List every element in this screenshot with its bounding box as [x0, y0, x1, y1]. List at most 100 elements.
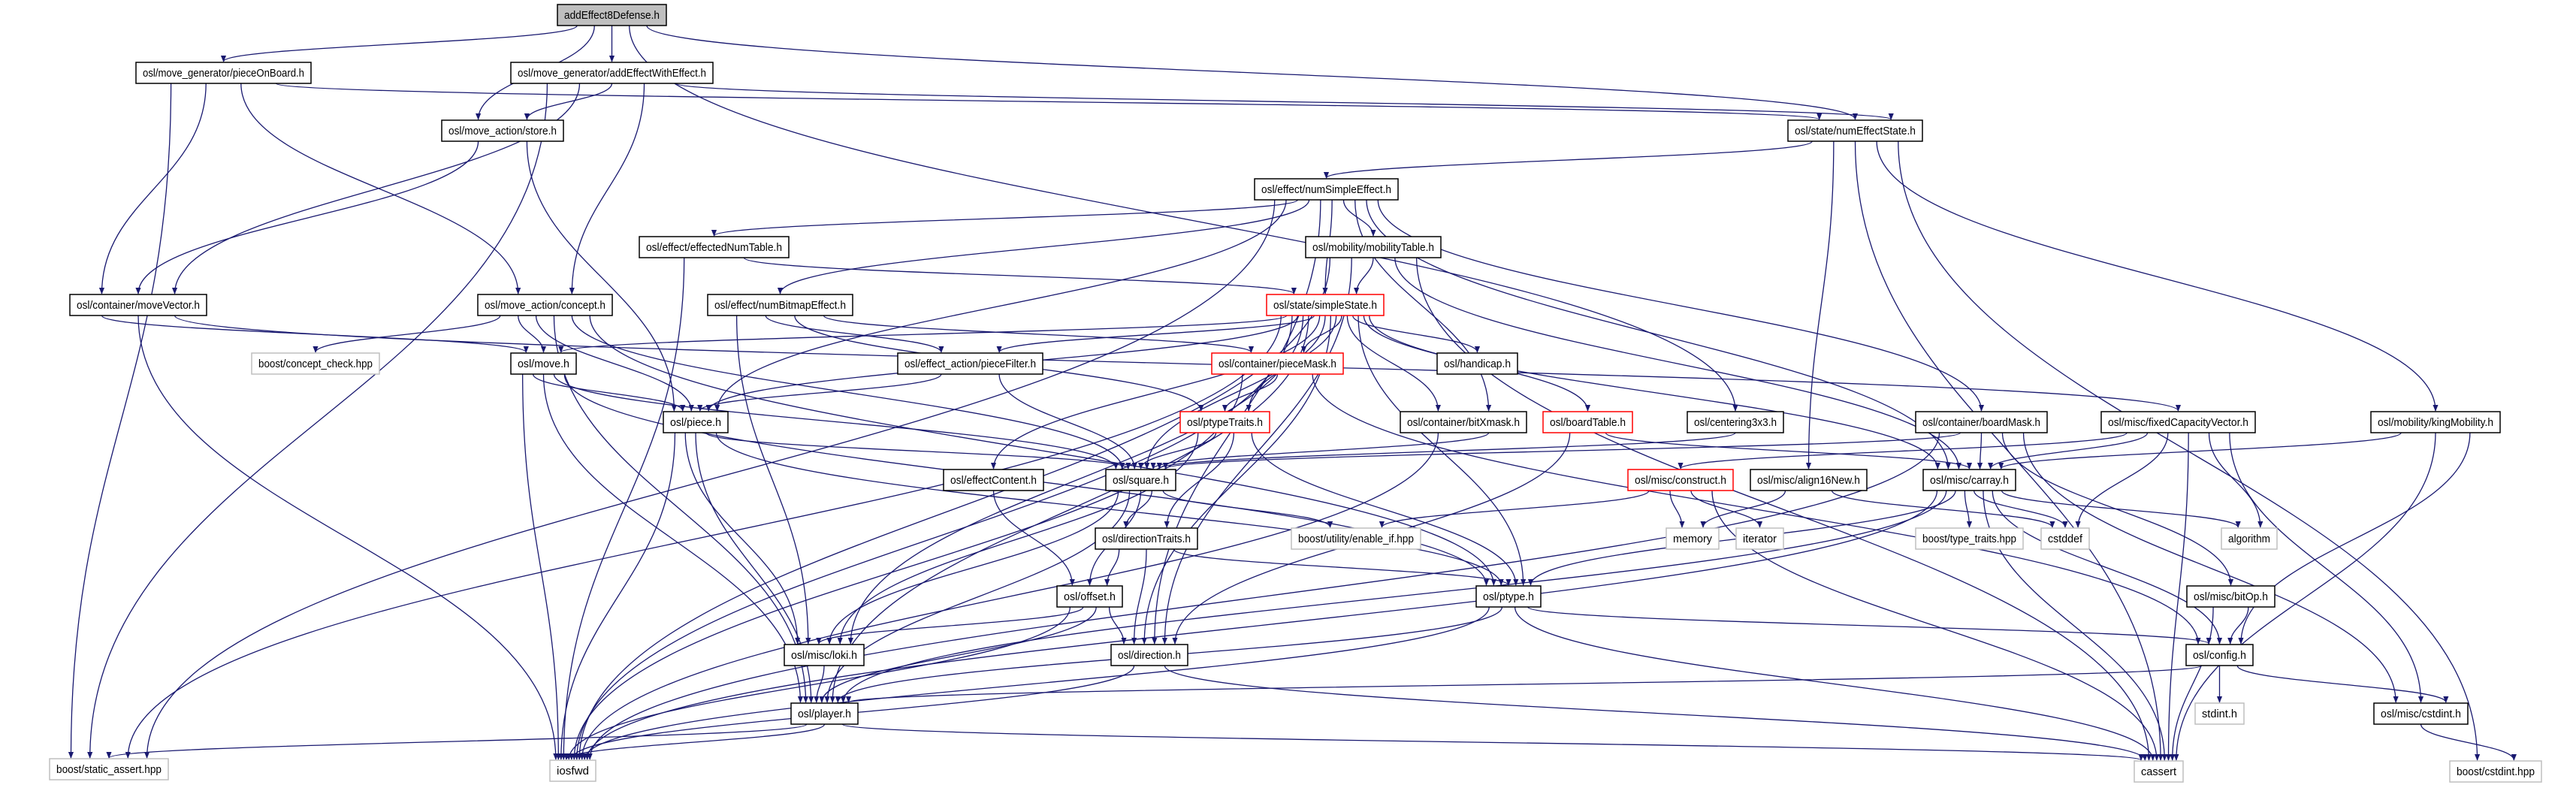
node-box: [1687, 411, 1784, 433]
node-align16New[interactable]: osl/misc/align16New.h: [1750, 469, 1868, 491]
node-label: osl/effect_action/pieceFilter.h: [904, 358, 1036, 370]
edge-square-to-loki: [826, 490, 1119, 645]
node-cstdint[interactable]: osl/misc/cstdint.h: [2373, 702, 2469, 725]
node-box: [1400, 411, 1527, 433]
node-kingMobility[interactable]: osl/mobility/kingMobility.h: [2370, 411, 2501, 433]
node-label: boost/static_assert.hpp: [56, 763, 162, 776]
node-bitXmask[interactable]: osl/container/bitXmask.h: [1400, 411, 1527, 433]
node-box: [1305, 236, 1442, 258]
node-boardMask[interactable]: osl/container/boardMask.h: [1915, 411, 2048, 433]
node-label: osl/move_action/store.h: [448, 125, 557, 137]
node-piece[interactable]: osl/piece.h: [663, 411, 729, 433]
edge-addEffectWithEffect-to-staticAssert: [87, 83, 548, 759]
node-handicap[interactable]: osl/handicap.h: [1436, 352, 1518, 375]
node-boardTable[interactable]: osl/boardTable.h: [1542, 411, 1633, 433]
node-fixedCapacityVector[interactable]: osl/misc/fixedCapacityVector.h: [2100, 411, 2256, 433]
node-label: osl/effect/numBitmapEffect.h: [714, 299, 846, 312]
node-addEffectWithEffect[interactable]: osl/move_generator/addEffectWithEffect.h: [510, 62, 714, 84]
node-box: [2449, 760, 2542, 783]
node-label: osl/misc/construct.h: [1635, 474, 1726, 487]
edge-mobilityTable-to-cassert: [1415, 257, 2152, 761]
node-player[interactable]: osl/player.h: [790, 702, 859, 725]
node-numSimpleEffect[interactable]: osl/effect/numSimpleEffect.h: [1254, 178, 1399, 201]
edge-square-to-enableIf: [1162, 490, 1333, 528]
edge-config-to-cstdint: [2236, 665, 2449, 703]
node-bitOp[interactable]: osl/misc/bitOp.h: [2186, 585, 2276, 608]
node-box: [1110, 644, 1188, 666]
edge-carray-to-algorithm: [2001, 490, 2241, 528]
node-box: [943, 469, 1044, 491]
edge-numEffectState-to-boostCstdint: [1898, 140, 2481, 761]
edge-numSimpleEffect-to-boardMask: [1377, 199, 1985, 412]
node-box: [663, 411, 729, 433]
node-pieceFilter[interactable]: osl/effect_action/pieceFilter.h: [897, 352, 1043, 375]
node-offset[interactable]: osl/offset.h: [1056, 585, 1123, 608]
edge-simpleState-to-carray: [1369, 315, 1940, 469]
node-ptype[interactable]: osl/ptype.h: [1475, 585, 1542, 608]
node-iterator: iterator: [1735, 527, 1784, 550]
node-square[interactable]: osl/square.h: [1105, 469, 1176, 491]
node-pieceOnBoard[interactable]: osl/move_generator/pieceOnBoard.h: [135, 62, 312, 84]
node-loki[interactable]: osl/misc/loki.h: [784, 644, 865, 666]
node-mobilityTable[interactable]: osl/mobility/mobilityTable.h: [1305, 236, 1442, 258]
node-label: memory: [1673, 533, 1712, 545]
node-box: [510, 62, 714, 84]
node-config[interactable]: osl/config.h: [2185, 644, 2254, 666]
node-box: [1266, 294, 1385, 316]
edge-addEffectWithEffect-to-concept: [569, 83, 645, 294]
node-box: [1915, 527, 2024, 550]
node-carray[interactable]: osl/misc/carray.h: [1922, 469, 2016, 491]
node-numEffectState[interactable]: osl/state/numEffectState.h: [1787, 119, 1923, 142]
node-box: [1254, 178, 1399, 201]
node-effectedNumTable[interactable]: osl/effect/effectedNumTable.h: [639, 236, 790, 258]
node-direction[interactable]: osl/direction.h: [1110, 644, 1188, 666]
edge-ptype-to-iosfwd: [581, 606, 1490, 760]
edge-bitOp-to-config: [2227, 606, 2249, 645]
edge-numEffectState-to-numSimpleEffect: [1324, 140, 1813, 179]
node-box: [2185, 644, 2254, 666]
node-label: osl/container/bitXmask.h: [1407, 416, 1520, 429]
node-move[interactable]: osl/move.h: [510, 352, 577, 375]
node-box: [1179, 411, 1270, 433]
edges-layer: [68, 25, 2517, 761]
node-box: [790, 702, 859, 725]
node-box: [1915, 411, 2048, 433]
edge-boardMask-to-cstdint: [2022, 432, 2399, 703]
node-label: osl/misc/carray.h: [1930, 474, 2009, 487]
node-label: osl/misc/loki.h: [791, 649, 857, 662]
node-simpleState[interactable]: osl/state/simpleState.h: [1266, 294, 1385, 316]
edge-directionTraits-to-direction: [1131, 548, 1147, 645]
node-directionTraits[interactable]: osl/directionTraits.h: [1095, 527, 1198, 550]
node-centering3x3[interactable]: osl/centering3x3.h: [1687, 411, 1784, 433]
node-label: stdint.h: [2202, 708, 2237, 720]
node-concept[interactable]: osl/move_action/concept.h: [477, 294, 613, 316]
node-label: osl/container/boardMask.h: [1922, 416, 2040, 429]
node-box: [1475, 585, 1542, 608]
edge-square-to-player: [824, 490, 1131, 703]
node-box: [1627, 469, 1734, 491]
edge-direction-to-cassert: [1164, 665, 2148, 761]
node-effectContent[interactable]: osl/effectContent.h: [943, 469, 1044, 491]
edge-addEffectWithEffect-to-moveVector: [171, 83, 581, 294]
node-pieceMask[interactable]: osl/container/pieceMask.h: [1211, 352, 1344, 375]
edge-numEffectState-to-kingMobility: [1876, 140, 2439, 412]
edge-concept-to-piece: [535, 315, 694, 412]
edge-mobilityTable-to-iosfwd: [576, 257, 1331, 760]
edge-piece-to-iosfwd: [558, 432, 676, 760]
edge-fixedCapacityVector-to-cassert: [2165, 432, 2189, 761]
node-label: osl/misc/cstdint.h: [2381, 708, 2461, 720]
node-construct[interactable]: osl/misc/construct.h: [1627, 469, 1734, 491]
node-numBitmapEffect[interactable]: osl/effect/numBitmapEffect.h: [707, 294, 853, 316]
node-box: [549, 759, 596, 782]
node-ptypeTraits[interactable]: osl/ptypeTraits.h: [1179, 411, 1270, 433]
edge-kingMobility-to-carray: [1998, 432, 2402, 469]
node-label: osl/square.h: [1113, 474, 1169, 487]
node-store[interactable]: osl/move_action/store.h: [441, 119, 564, 142]
edge-directionTraits-to-ptype: [1173, 548, 1511, 586]
node-box: [2194, 702, 2245, 725]
node-moveVector[interactable]: osl/container/moveVector.h: [69, 294, 207, 316]
node-box: [1665, 527, 1720, 550]
node-box: [251, 352, 380, 375]
edge-align16New-to-cstddef: [1831, 490, 2055, 528]
